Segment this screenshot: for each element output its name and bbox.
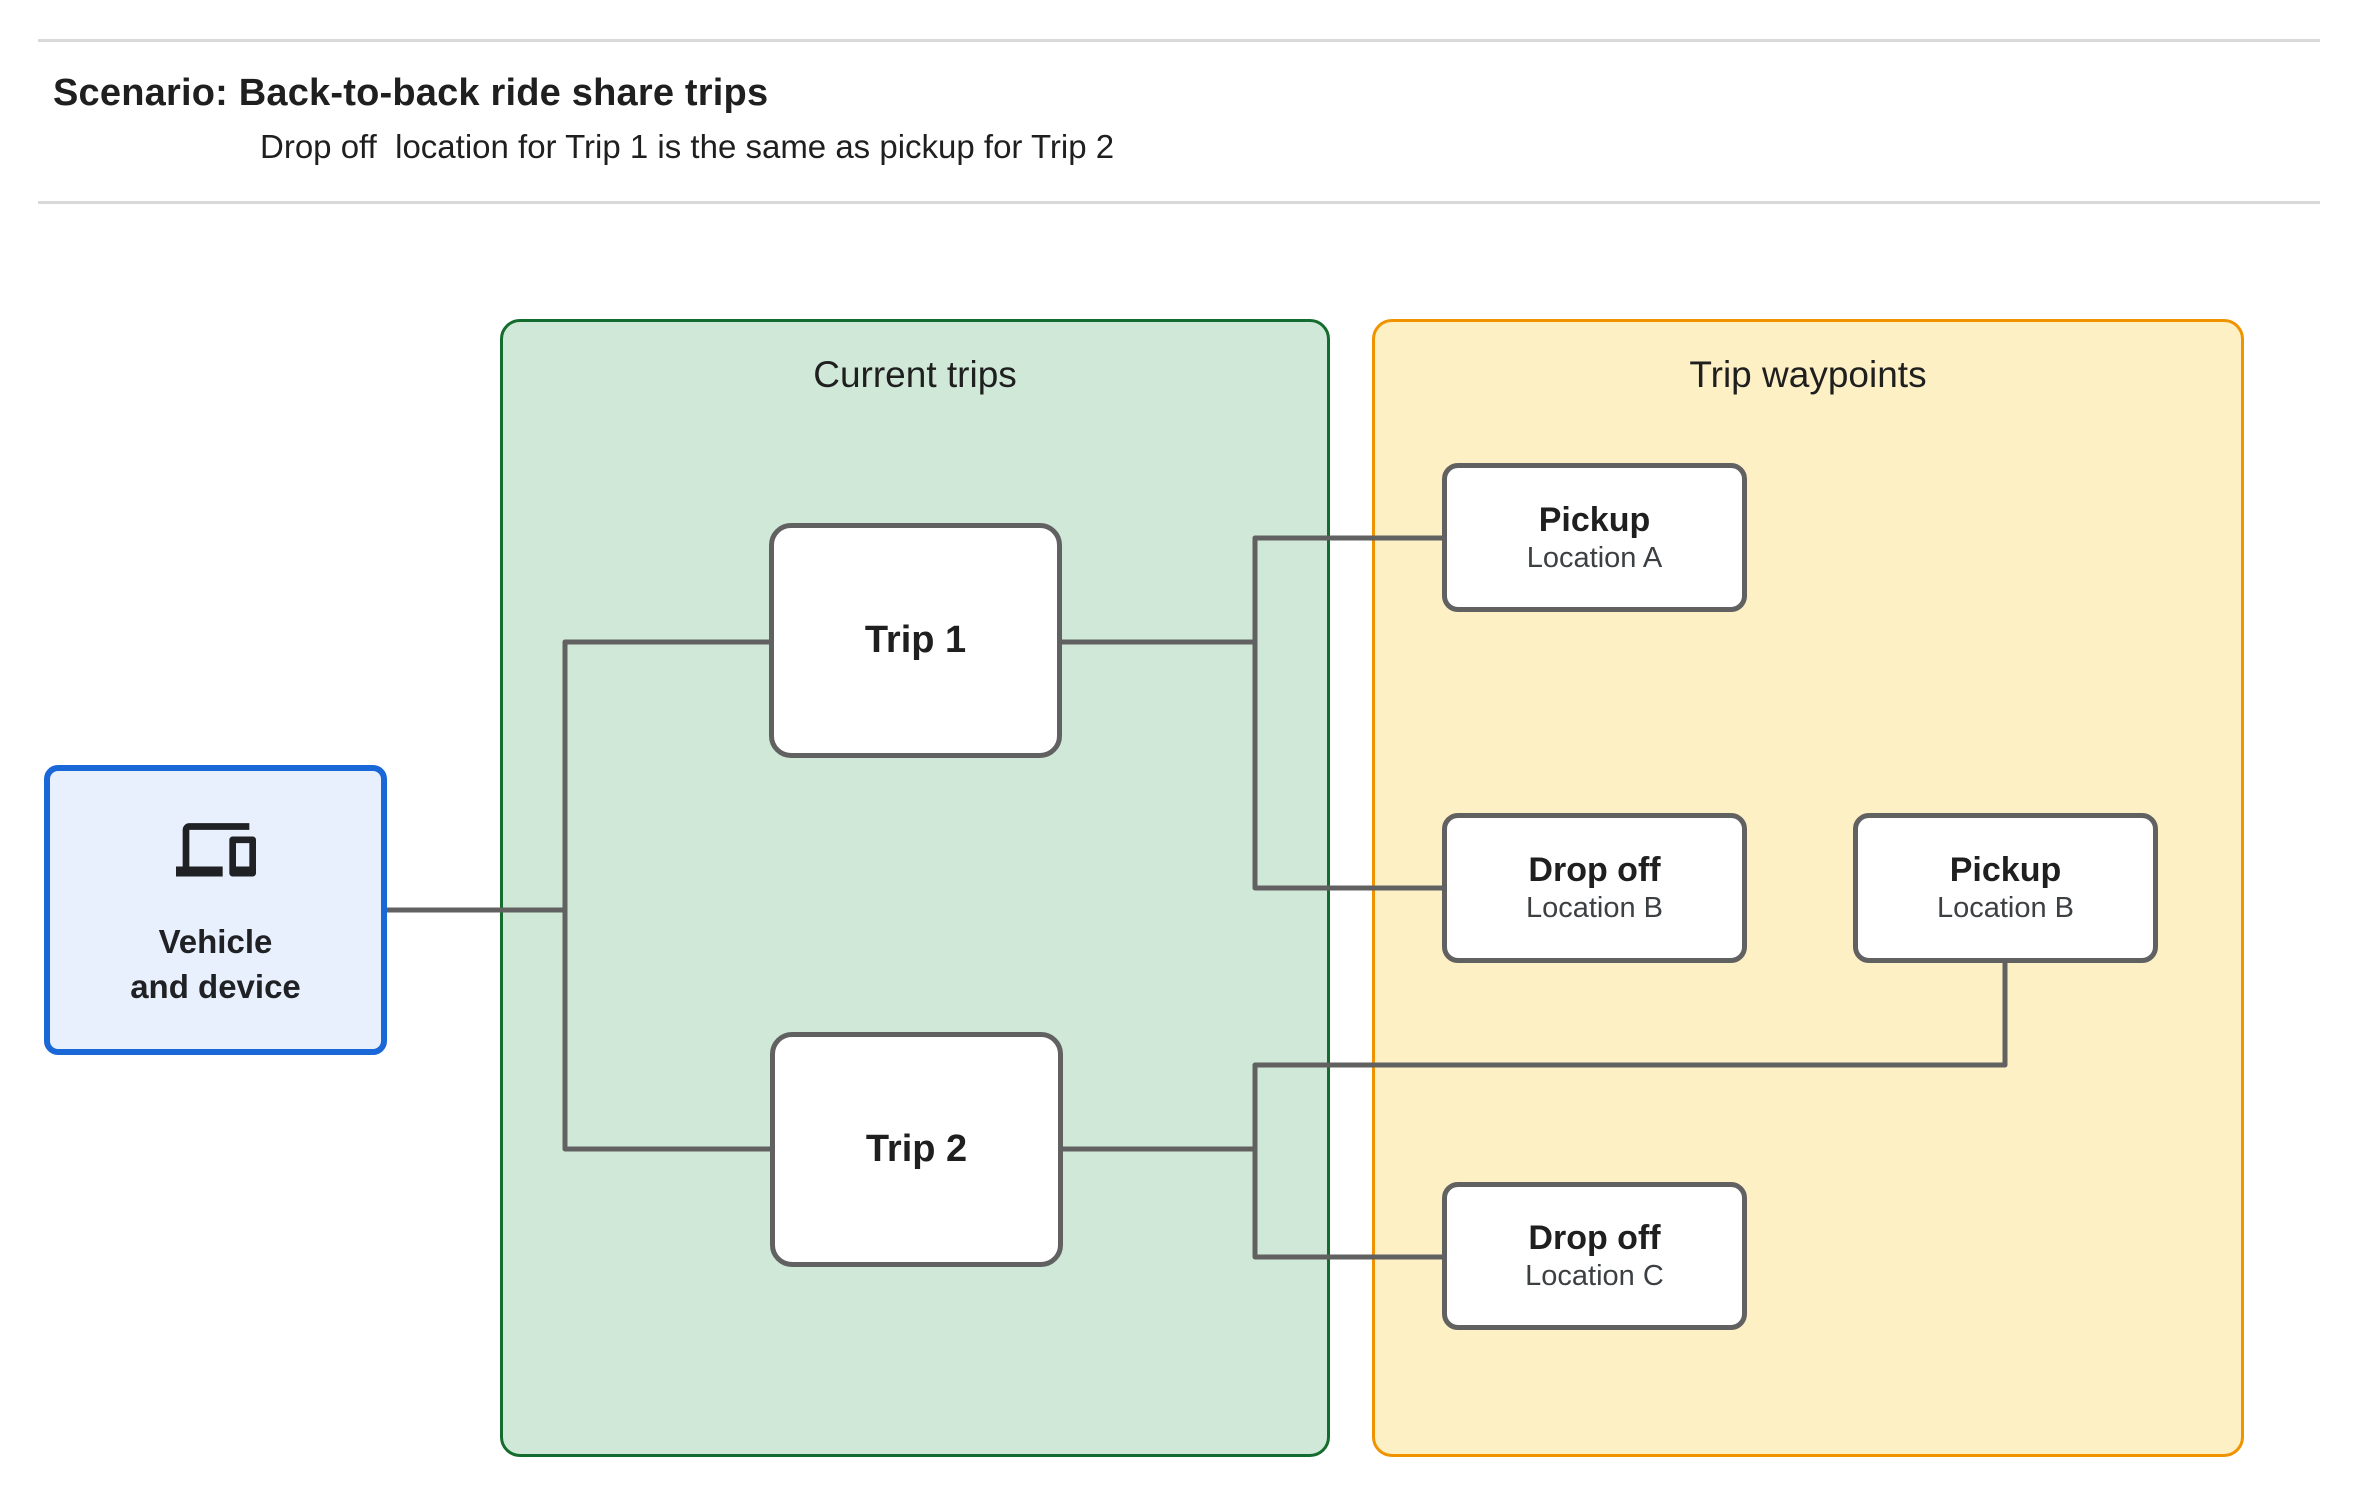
waypoint-type: Drop off	[1528, 1219, 1661, 1257]
trip-2-label: Trip 2	[865, 1128, 968, 1170]
waypoint-dropoff-location-c: Drop off Location C	[1442, 1182, 1747, 1330]
current-trips-panel-title: Current trips	[813, 354, 1017, 395]
waypoint-location: Location B	[1525, 892, 1664, 924]
page-subtitle: Drop off location for Trip 1 is the same…	[260, 128, 1115, 165]
header-divider	[38, 201, 2320, 204]
waypoint-type: Drop off	[1528, 851, 1661, 889]
waypoint-type: Pickup	[1949, 851, 2062, 889]
trip-2-node: Trip 2	[770, 1032, 1063, 1267]
vehicle-label: Vehicle and device	[130, 920, 301, 1009]
vehicle-label-line2: and device	[130, 967, 301, 1005]
trip-1-node: Trip 1	[769, 523, 1062, 758]
waypoint-location: Location A	[1526, 541, 1663, 574]
current-trips-panel: Current trips	[500, 319, 1330, 1457]
waypoint-location: Location C	[1525, 1260, 1664, 1292]
page-title: Scenario: Back-to-back ride share trips	[53, 72, 769, 114]
waypoint-type: Pickup	[1538, 500, 1651, 539]
vehicle-node: Vehicle and device	[44, 765, 387, 1055]
trip-1-label: Trip 1	[864, 619, 967, 661]
vehicle-label-line1: Vehicle	[158, 923, 273, 960]
waypoint-dropoff-location-b: Drop off Location B	[1442, 813, 1747, 963]
waypoint-location: Location B	[1936, 892, 2075, 924]
top-divider	[38, 39, 2320, 42]
waypoint-pickup-location-a: Pickup Location A	[1442, 463, 1747, 612]
waypoint-pickup-location-b: Pickup Location B	[1853, 813, 2158, 963]
devices-icon	[175, 823, 256, 880]
trip-waypoints-panel-title: Trip waypoints	[1689, 354, 1927, 395]
